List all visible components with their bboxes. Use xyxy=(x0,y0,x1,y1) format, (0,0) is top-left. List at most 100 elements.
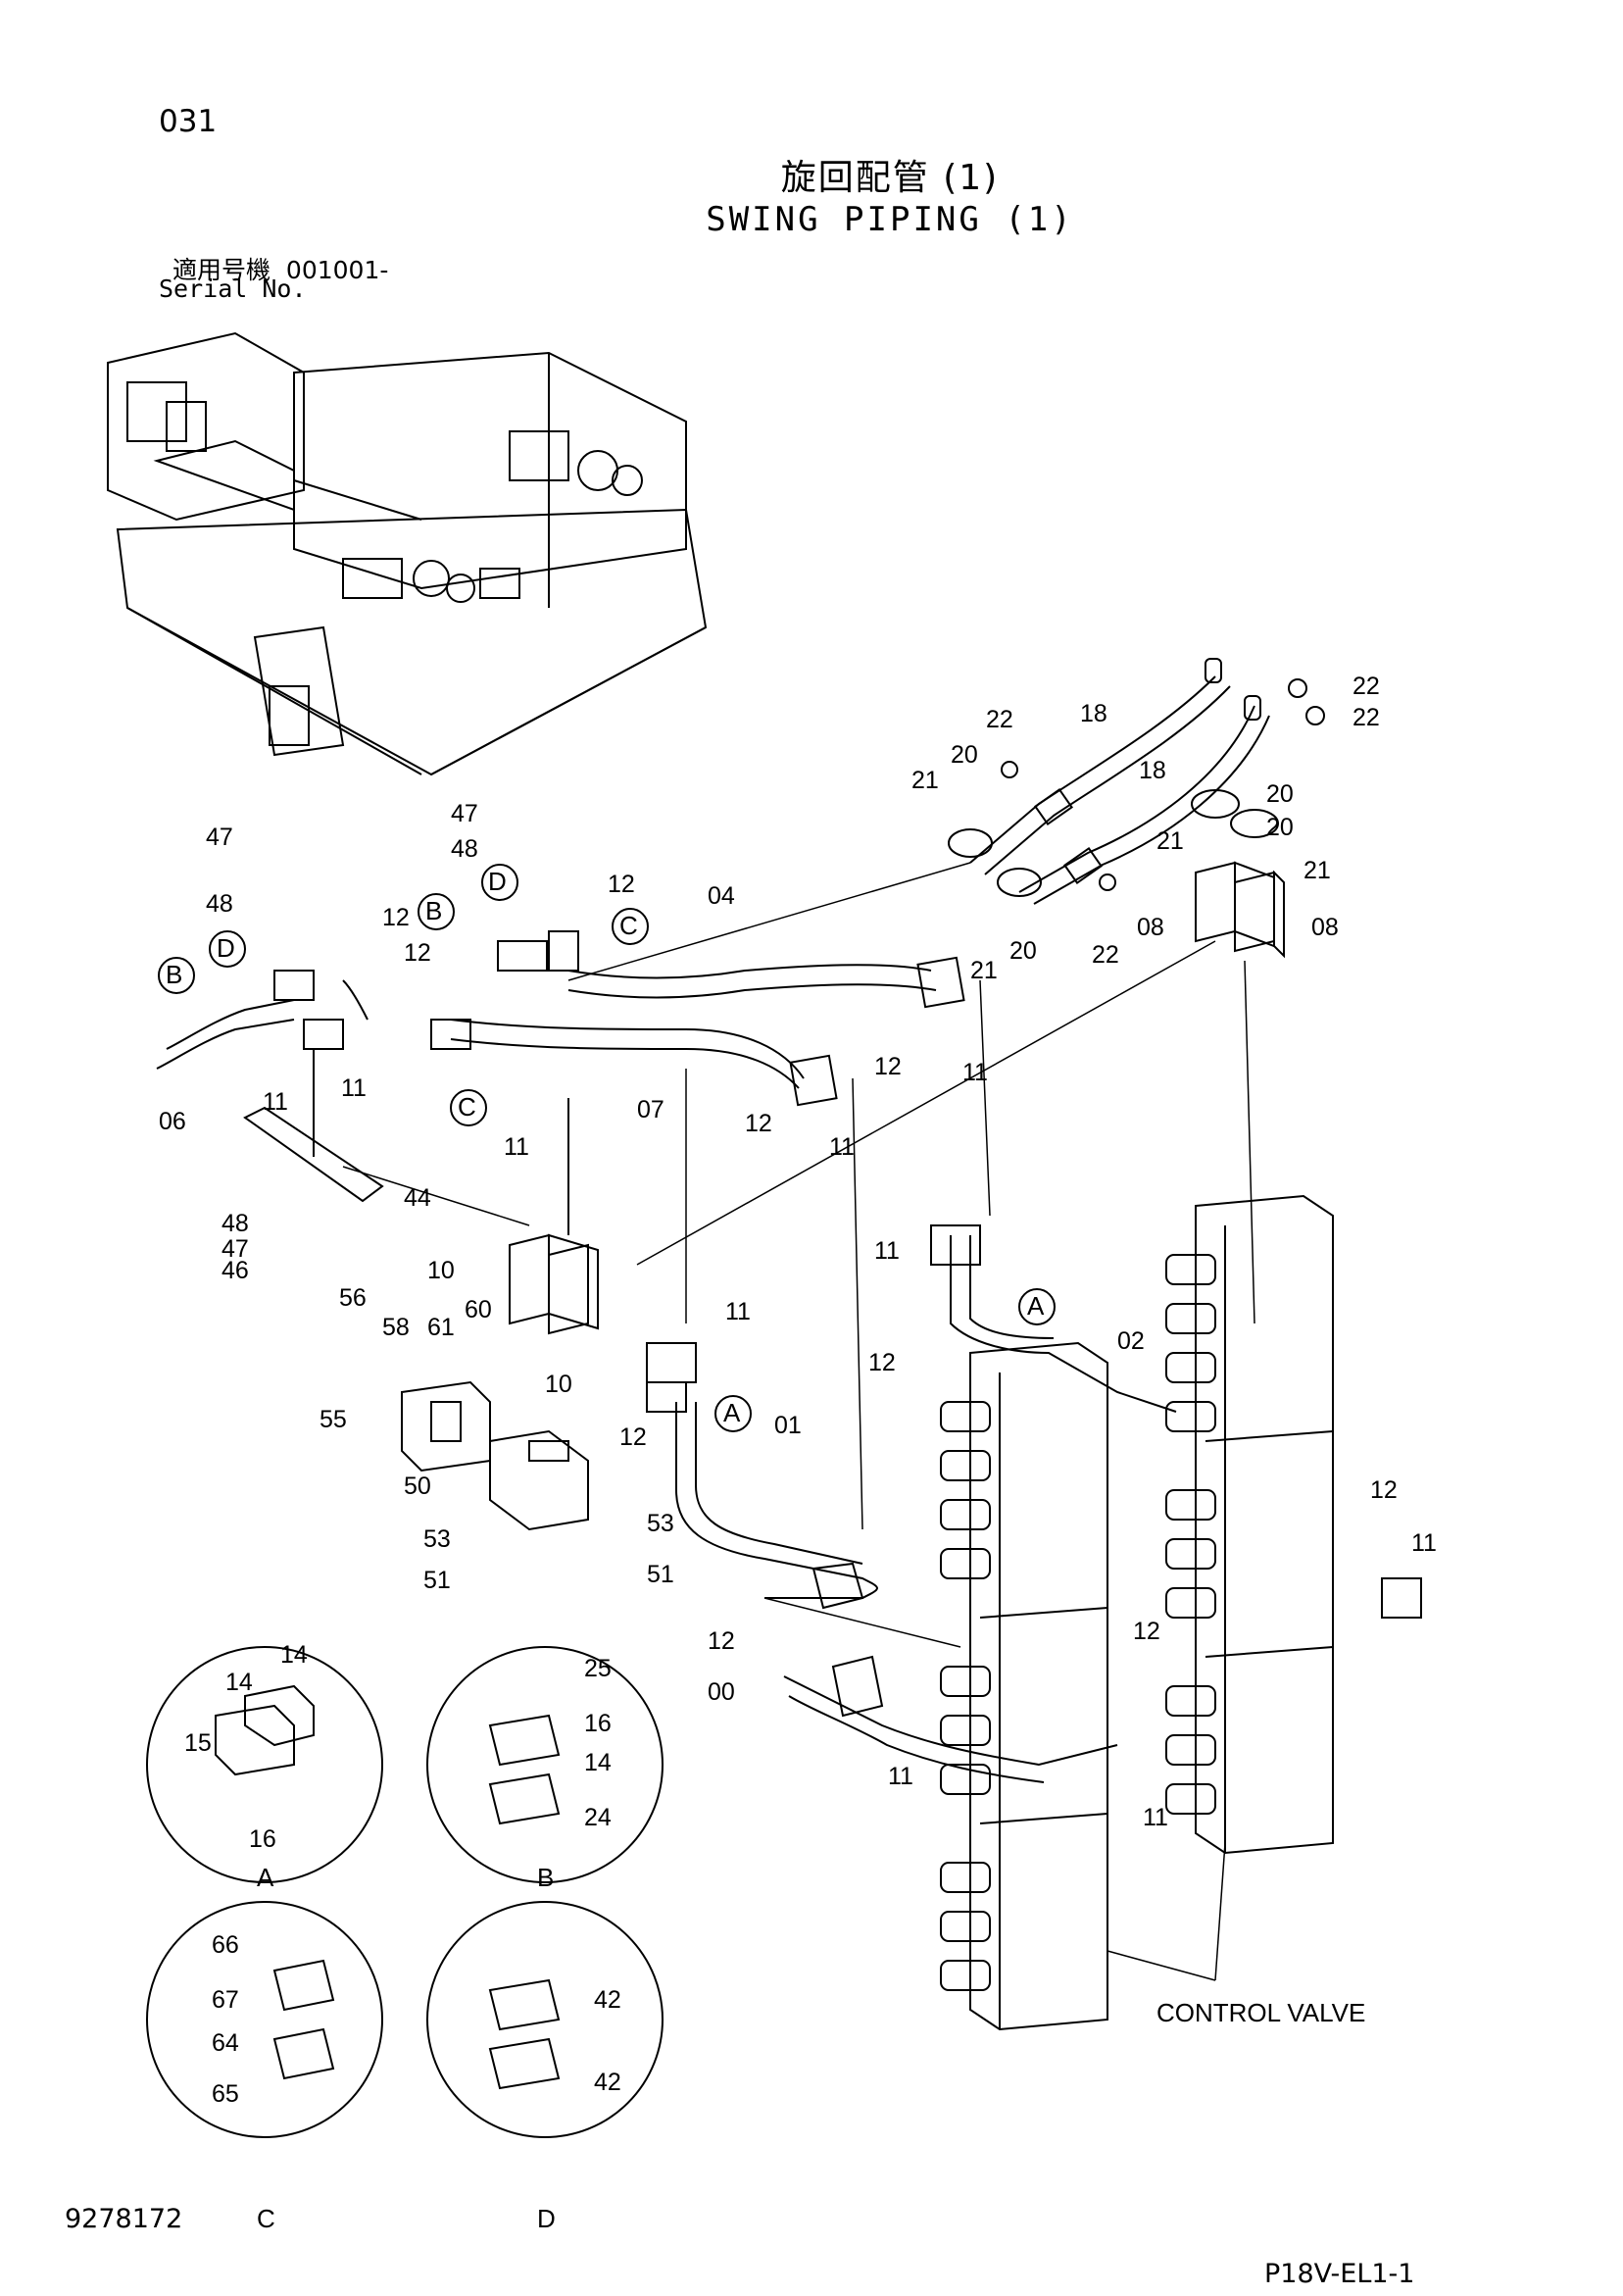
detail-label-d: D xyxy=(537,2204,556,2233)
callout-21: 21 xyxy=(970,957,998,984)
callout-12: 12 xyxy=(874,1053,902,1080)
callout-67: 67 xyxy=(212,1986,239,2014)
callout-15: 15 xyxy=(184,1729,212,1757)
control-valve-label: CONTROL VALVE xyxy=(1156,1998,1366,2027)
callout-16: 16 xyxy=(584,1710,612,1737)
callout-21: 21 xyxy=(1156,827,1184,855)
detail-label-c: C xyxy=(257,2204,275,2233)
control-valve-left xyxy=(940,1341,1108,2031)
callout-02: 02 xyxy=(1117,1327,1145,1355)
callout-58: 58 xyxy=(382,1314,410,1341)
pipe-02 xyxy=(930,1224,1422,1619)
marker-a-right: A xyxy=(1027,1291,1045,1321)
callout-20: 20 xyxy=(1266,814,1294,841)
callout-20: 20 xyxy=(1266,780,1294,808)
junction-blocks-08 xyxy=(1195,861,1285,959)
detail-label-a: A xyxy=(257,1863,274,1892)
callout-46: 46 xyxy=(221,1257,249,1284)
detail-circles xyxy=(146,1646,664,2138)
callout-11: 11 xyxy=(504,1133,529,1161)
marker-d-upper: D xyxy=(488,867,507,896)
callout-08: 08 xyxy=(1311,914,1339,941)
callout-08: 08 xyxy=(1137,914,1164,941)
callout-12: 12 xyxy=(404,939,431,967)
callout-42: 42 xyxy=(594,1986,621,2014)
control-valve-right xyxy=(1165,1194,1334,1855)
marker-a-lower: A xyxy=(723,1398,741,1427)
callout-61: 61 xyxy=(427,1314,455,1341)
callout-22: 22 xyxy=(1092,941,1119,969)
callout-14: 14 xyxy=(584,1749,612,1776)
figure-number: 9278172 xyxy=(65,2204,183,2234)
marker-c-lower: C xyxy=(458,1092,476,1122)
callout-12: 12 xyxy=(1133,1618,1160,1645)
pipe-00 xyxy=(783,1655,1118,1783)
bracket-50 xyxy=(489,1429,589,1531)
callout-44: 44 xyxy=(404,1184,431,1212)
plate-55 xyxy=(401,1380,491,1472)
page-code: 031 xyxy=(159,104,218,139)
callout-12: 12 xyxy=(708,1627,735,1655)
callout-12: 12 xyxy=(619,1423,647,1451)
callout-12: 12 xyxy=(868,1349,896,1376)
callout-24: 24 xyxy=(584,1804,612,1831)
callout-48: 48 xyxy=(451,835,478,863)
callout-07: 07 xyxy=(637,1096,664,1123)
callout-12: 12 xyxy=(382,904,410,931)
callout-11: 11 xyxy=(341,1074,367,1102)
callout-14: 14 xyxy=(280,1641,308,1669)
callout-00: 00 xyxy=(708,1678,735,1706)
serial-label-japanese: 適用号機 001001- xyxy=(172,251,388,286)
callout-11: 11 xyxy=(874,1237,900,1265)
callout-21: 21 xyxy=(911,767,939,794)
callout-11: 11 xyxy=(829,1133,855,1161)
callout-66: 66 xyxy=(212,1931,239,1959)
detail-label-b: B xyxy=(537,1863,555,1892)
callout-47: 47 xyxy=(451,800,478,827)
callout-53: 53 xyxy=(423,1525,451,1553)
callout-48: 48 xyxy=(221,1210,249,1237)
callout-16: 16 xyxy=(249,1825,276,1853)
machine-overview xyxy=(107,331,708,776)
serial-label-jp-text: 適用号機 xyxy=(172,256,271,284)
callout-14: 14 xyxy=(225,1669,253,1696)
view-reference-markers xyxy=(158,864,1056,1432)
callout-53: 53 xyxy=(647,1510,674,1537)
leader-lines xyxy=(342,862,1255,1981)
callout-10: 10 xyxy=(545,1371,572,1398)
serial-value: 001001- xyxy=(285,256,389,284)
callout-64: 64 xyxy=(212,2029,239,2057)
callout-01: 01 xyxy=(774,1412,802,1439)
callout-10: 10 xyxy=(427,1257,455,1284)
marker-b-left: B xyxy=(166,960,183,989)
callout-56: 56 xyxy=(339,1284,367,1312)
marker-c-upper: C xyxy=(619,911,638,940)
callout-11: 11 xyxy=(1411,1529,1437,1557)
callout-51: 51 xyxy=(647,1561,674,1588)
marker-b-upper: B xyxy=(425,896,443,925)
callout-21: 21 xyxy=(1303,857,1331,884)
page-reference: P18V-EL1-1 xyxy=(1264,2259,1415,2289)
callout-11: 11 xyxy=(725,1298,751,1325)
callout-22: 22 xyxy=(1352,673,1380,700)
callout-22: 22 xyxy=(1352,704,1380,731)
callout-12: 12 xyxy=(745,1110,772,1137)
callout-65: 65 xyxy=(212,2080,239,2108)
marker-d-left: D xyxy=(217,933,235,963)
callout-11: 11 xyxy=(263,1088,288,1116)
title-japanese: 旋回配管 (1) xyxy=(780,158,1000,198)
callout-18: 18 xyxy=(1080,700,1107,727)
callout-11: 11 xyxy=(888,1763,913,1790)
callout-51: 51 xyxy=(423,1567,451,1594)
callout-12: 12 xyxy=(608,871,635,898)
callout-12: 12 xyxy=(1370,1476,1398,1504)
pipe-01 xyxy=(646,1342,878,1610)
callout-50: 50 xyxy=(404,1472,431,1500)
callout-47: 47 xyxy=(221,1235,249,1263)
callout-22: 22 xyxy=(986,706,1013,733)
callout-18: 18 xyxy=(1139,757,1166,784)
callout-11: 11 xyxy=(1143,1804,1168,1831)
callout-20: 20 xyxy=(1009,937,1037,965)
